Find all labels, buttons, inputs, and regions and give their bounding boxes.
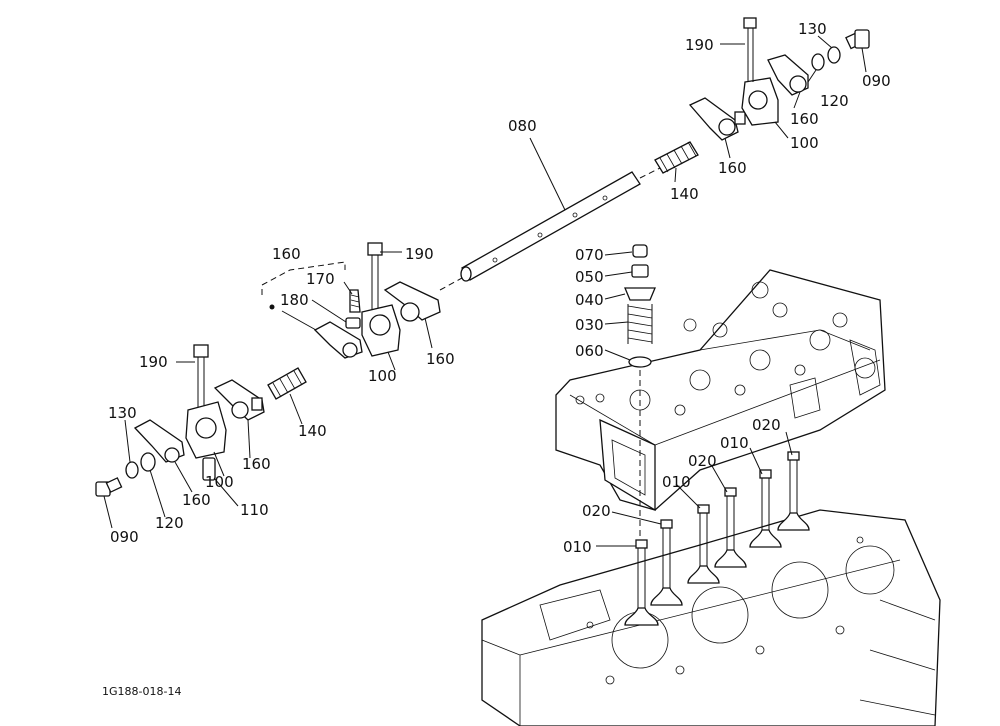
valves	[624, 451, 810, 626]
callout-120-left: 120	[155, 514, 184, 532]
callout-160-right-upper: 160	[790, 110, 819, 128]
callout-130-right: 130	[798, 20, 827, 38]
callout-110: 110	[240, 501, 269, 519]
callout-100-middle: 100	[368, 367, 397, 385]
callout-020-middle: 020	[688, 452, 717, 470]
callout-160-bracket: 160	[272, 245, 301, 263]
engine-block	[481, 509, 941, 726]
callout-190-right: 190	[685, 36, 714, 54]
cylinder-head	[555, 269, 886, 512]
callout-010-left: 010	[563, 538, 592, 556]
callout-130-left: 130	[108, 404, 137, 422]
callout-170: 170	[306, 270, 335, 288]
callout-180: 180	[280, 291, 309, 309]
callout-140-left: 140	[298, 422, 327, 440]
callout-020-left: 020	[582, 502, 611, 520]
callout-190-middle: 190	[405, 245, 434, 263]
callout-040: 040	[575, 291, 604, 309]
left-rocker-assembly	[95, 344, 307, 497]
callout-100-left: 100	[205, 473, 234, 491]
right-rocker-assembly	[654, 17, 870, 174]
leader-lines	[103, 35, 867, 547]
callout-030: 030	[575, 316, 604, 334]
callout-010-right: 010	[720, 434, 749, 452]
valve-spring-stack	[624, 244, 656, 540]
callout-100-right: 100	[790, 134, 819, 152]
callout-080: 080	[508, 117, 537, 135]
callout-120-right: 120	[820, 92, 849, 110]
callout-160-left-lower: 160	[182, 491, 211, 509]
middle-rocker-assembly	[261, 242, 441, 359]
rocker-shaft	[439, 167, 661, 291]
callout-090-left: 090	[110, 528, 139, 546]
callout-070: 070	[575, 246, 604, 264]
callout-090-right: 090	[862, 72, 891, 90]
callout-160-middle: 160	[426, 350, 455, 368]
callout-010-middle: 010	[662, 473, 691, 491]
callout-labels: 190 130 090 120 160 100 160 140 080 160 …	[108, 20, 891, 556]
callout-060: 060	[575, 342, 604, 360]
callout-160-left-upper: 160	[242, 455, 271, 473]
callout-050: 050	[575, 268, 604, 286]
callout-140-right: 140	[670, 185, 699, 203]
callout-020-right: 020	[752, 416, 781, 434]
drawing-code: 1G188-018-14	[102, 685, 181, 698]
callout-160-right-lower: 160	[718, 159, 747, 177]
callout-190-left: 190	[139, 353, 168, 371]
